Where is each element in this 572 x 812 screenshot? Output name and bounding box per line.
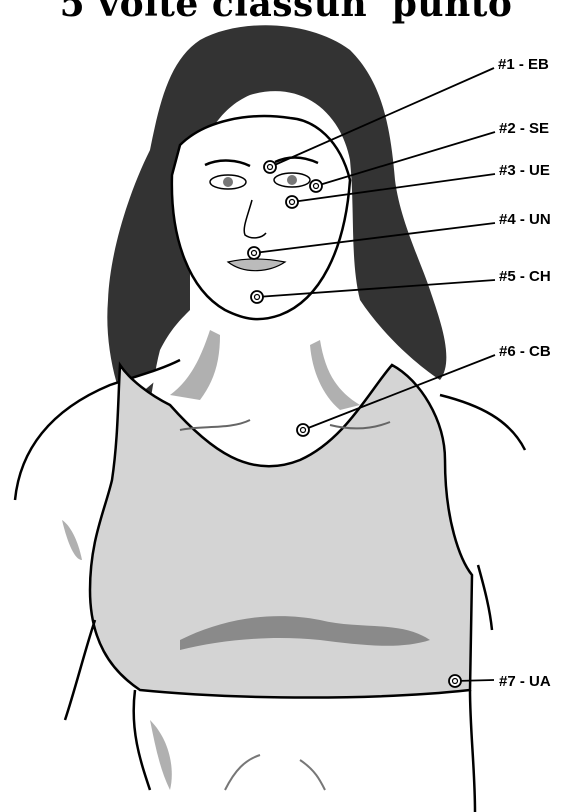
shoulder-right: [440, 395, 525, 450]
point-label-un: #4 - UN: [499, 211, 551, 228]
arm-right: [478, 565, 492, 630]
point-label-ua: #7 - UA: [499, 673, 551, 690]
marker-un: [248, 247, 260, 259]
bra-shade-left: [62, 520, 82, 560]
marker-eb: [264, 161, 276, 173]
neck-shade: [170, 330, 220, 400]
iris-right: [287, 175, 297, 185]
marker-ue: [286, 196, 298, 208]
neck-shade-right: [310, 340, 360, 410]
sports-bra: [90, 365, 472, 698]
point-label-cb: #6 - CB: [499, 343, 551, 360]
iris-left: [223, 177, 233, 187]
point-label-eb: #1 - EB: [498, 56, 549, 73]
arm-left: [65, 620, 95, 720]
point-label-ch: #5 - CH: [499, 268, 551, 285]
abdomen-lines: [225, 755, 325, 790]
marker-ch: [251, 291, 263, 303]
abdomen-shade: [150, 720, 172, 790]
marker-se: [310, 180, 322, 192]
torso: [134, 690, 475, 812]
marker-ua: [449, 675, 461, 687]
point-label-ue: #3 - UE: [499, 162, 550, 179]
face: [172, 116, 350, 319]
marker-cb: [297, 424, 309, 436]
point-label-se: #2 - SE: [499, 120, 549, 137]
